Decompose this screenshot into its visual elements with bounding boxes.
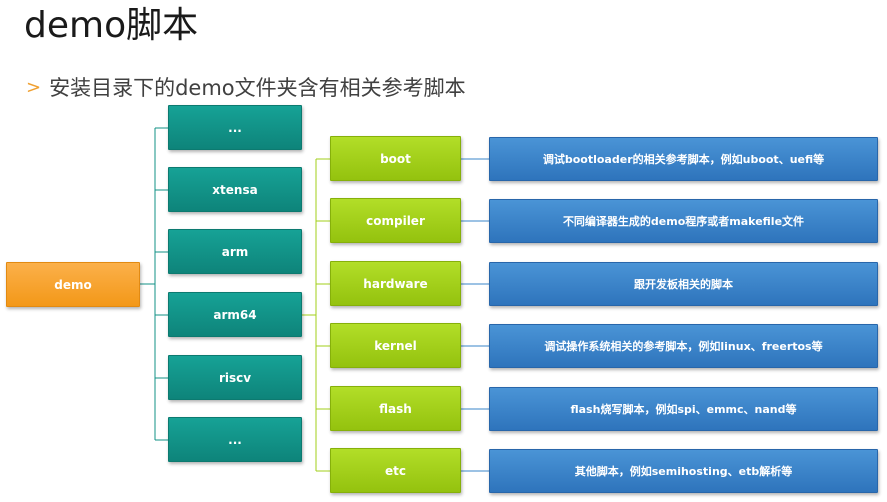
description-node-hardware: 跟开发板相关的脚本 [489,262,878,306]
arch-node-arm: arm [168,229,302,274]
page-title: demo脚本 [24,5,199,46]
arch-node-xtensa: xtensa [168,167,302,212]
bullet-text: 安装目录下的demo文件夹含有相关参考脚本 [49,76,466,100]
arch-node-ellipsis-bottom: ... [168,417,302,462]
description-node-compiler: 不同编译器生成的demo程序或者makefile文件 [489,199,878,243]
description-node-flash: flash烧写脚本，例如spi、emmc、nand等 [489,387,878,431]
bullet-point: > 安装目录下的demo文件夹含有相关参考脚本 [26,74,466,102]
arch-node-ellipsis-top: ... [168,105,302,150]
arch-node-riscv: riscv [168,355,302,400]
category-node-flash: flash [330,386,461,431]
arch-connectors [302,158,330,472]
description-node-etc: 其他脚本，例如semihosting、etb解析等 [489,449,878,493]
description-node-boot: 调试bootloader的相关参考脚本，例如uboot、uefi等 [489,137,878,181]
arch-node-arm64: arm64 [168,292,302,337]
category-node-hardware: hardware [330,261,461,306]
category-node-boot: boot [330,136,461,181]
description-connectors [461,158,489,472]
root-node-demo: demo [6,262,140,307]
category-node-etc: etc [330,448,461,493]
category-node-kernel: kernel [330,323,461,368]
chevron-right-icon: > [26,77,42,98]
root-connectors [140,127,168,441]
description-node-kernel: 调试操作系统相关的参考脚本，例如linux、freertos等 [489,324,878,368]
category-node-compiler: compiler [330,198,461,243]
